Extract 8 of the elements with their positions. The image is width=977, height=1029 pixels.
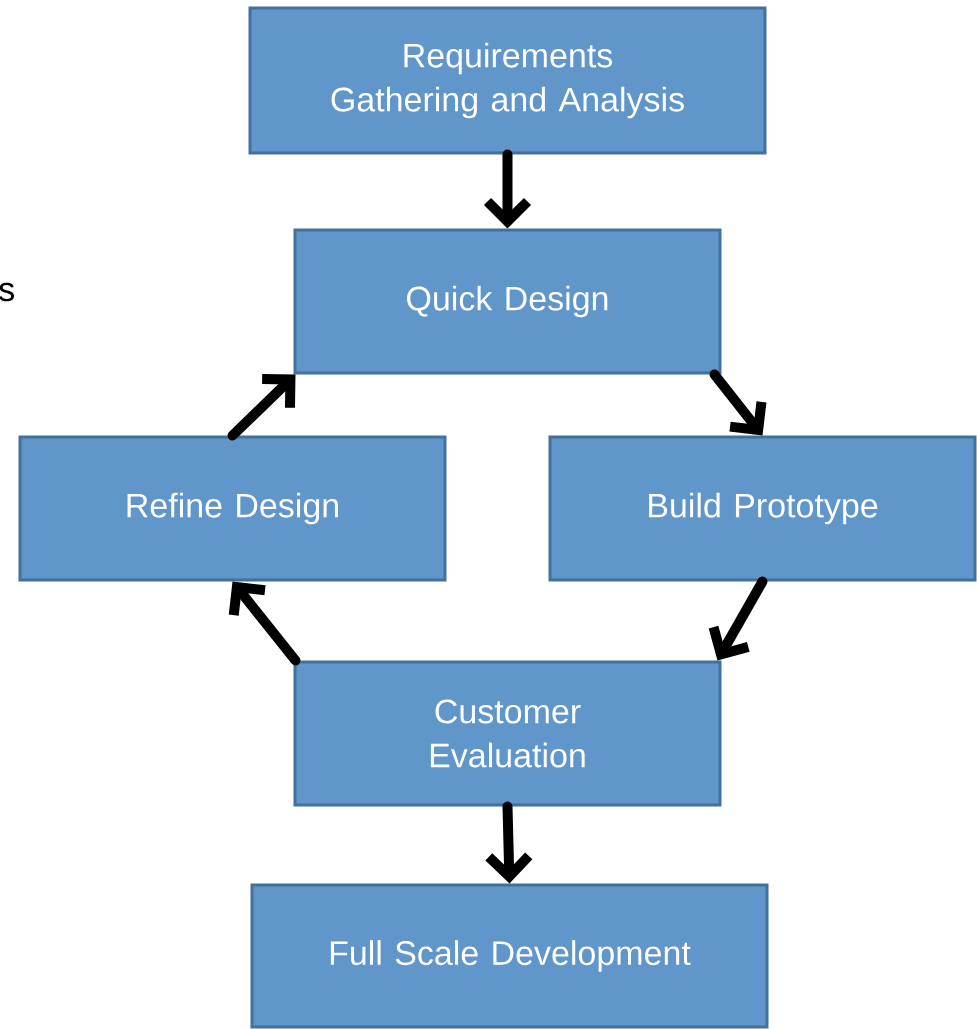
process-box: Quick Design <box>293 228 722 375</box>
arrow <box>228 581 301 666</box>
process-box: Build Prototype <box>548 435 977 582</box>
process-box: Requirements Gathering and Analysis <box>248 6 767 155</box>
process-box: Refine Design <box>18 435 447 582</box>
process-box: Customer Evaluation <box>293 660 722 807</box>
process-box: Full Scale Development <box>250 883 769 1029</box>
text-fragment: s <box>0 282 14 302</box>
